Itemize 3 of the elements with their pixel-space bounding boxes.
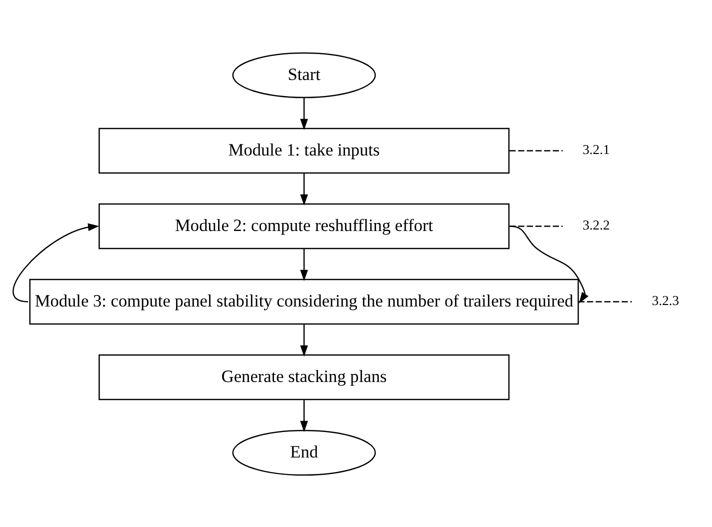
node-text: 3.2.3 [652,292,680,308]
node-text: 3.2.2 [582,217,610,232]
node-text: 3.2.1 [582,142,610,157]
